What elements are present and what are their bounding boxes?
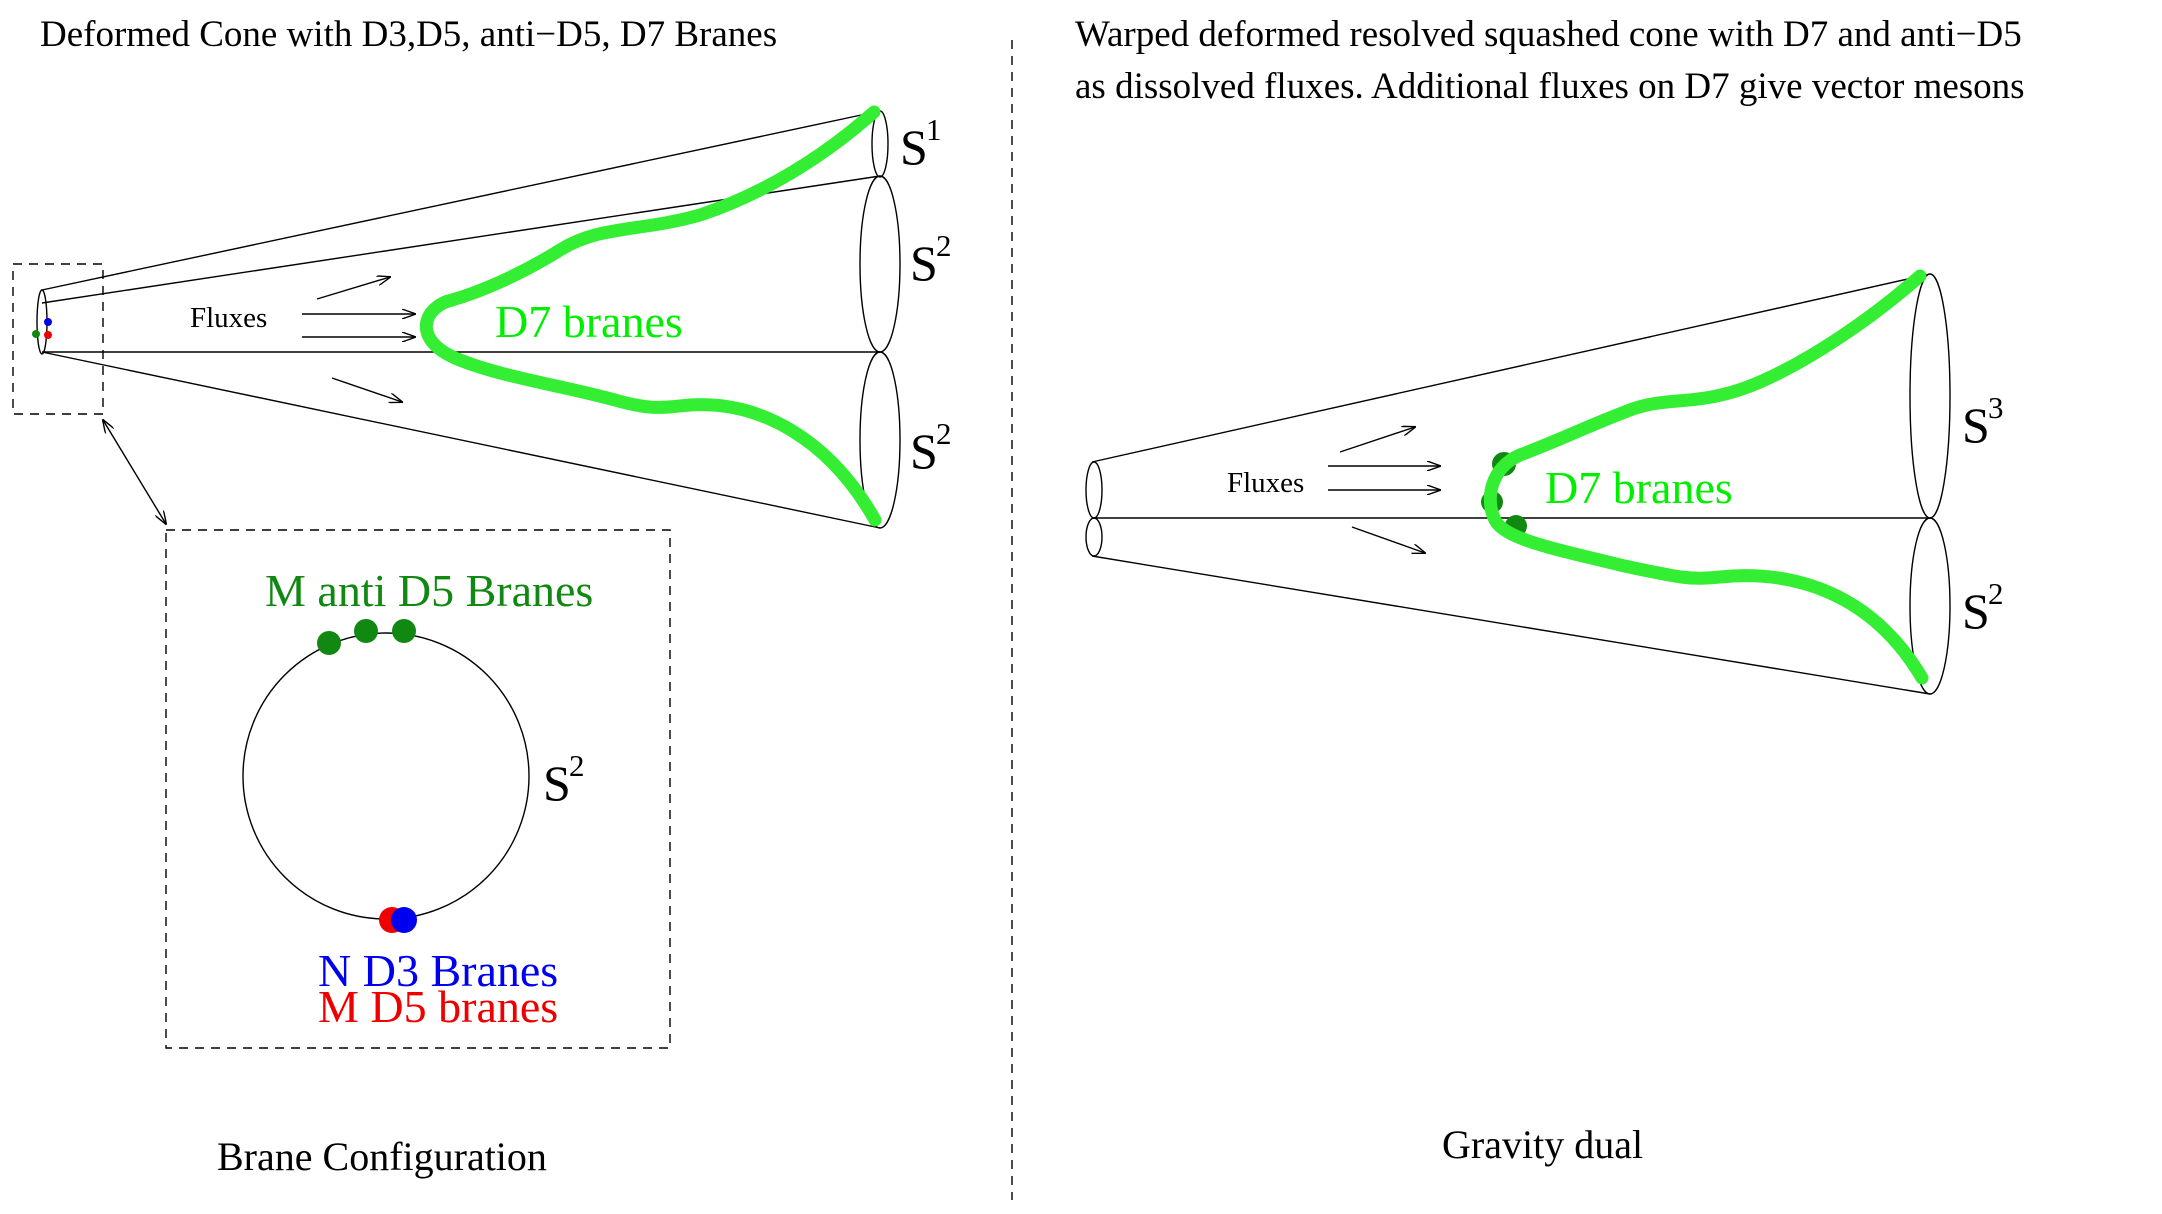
sphere-s1 xyxy=(871,110,889,178)
svg-text:3: 3 xyxy=(1988,390,2004,425)
right-panel: Warped deformed resolved squashed cone w… xyxy=(1075,14,2025,1167)
tip-d5-dot xyxy=(44,331,52,339)
right-fluxes-label: Fluxes xyxy=(1227,467,1304,499)
left-d7-label: D7 branes xyxy=(495,296,683,347)
svg-text:S: S xyxy=(1962,583,1990,639)
d3-dot xyxy=(391,907,417,933)
d3-label: N D3 Branes xyxy=(318,945,558,996)
svg-text:S: S xyxy=(1962,397,1990,453)
left-d7-curve xyxy=(419,105,882,527)
left-fluxes-label: Fluxes xyxy=(190,302,267,334)
d5-label: M D5 branes xyxy=(318,981,558,1032)
sphere-s3 xyxy=(1909,273,1951,519)
anti-d5-dot-2 xyxy=(354,619,378,643)
svg-text:2: 2 xyxy=(1988,576,2004,611)
right-caption: Gravity dual xyxy=(1442,1122,1643,1167)
sphere-s2-lower xyxy=(859,351,901,529)
left-flux-arrows xyxy=(302,277,415,402)
right-title-line2: as dissolved fluxes. Additional fluxes o… xyxy=(1075,66,2025,107)
tip-d3-dot xyxy=(44,318,52,326)
left-s1-label: S 1 xyxy=(900,112,942,175)
right-s3-label: S 3 xyxy=(1962,390,2004,453)
left-s2-lower-label: S 2 xyxy=(910,416,952,479)
right-d7-curve xyxy=(1483,269,1929,685)
svg-text:S: S xyxy=(910,235,938,291)
svg-text:S: S xyxy=(900,119,928,175)
right-cone xyxy=(1085,273,1951,695)
anti-d5-dot-1 xyxy=(317,631,341,655)
left-caption: Brane Configuration xyxy=(217,1134,547,1179)
tip-zoom-box xyxy=(12,263,104,415)
brane-inset: M anti D5 Branes S 2 N D3 Branes M D5 br… xyxy=(165,529,671,1049)
sphere-s2-upper xyxy=(859,175,901,353)
anti-d5-label: M anti D5 Branes xyxy=(265,565,593,616)
svg-text:2: 2 xyxy=(936,228,952,263)
svg-text:S: S xyxy=(543,755,571,811)
anti-d5-dot-3 xyxy=(392,619,416,643)
inset-s2-label: S 2 xyxy=(543,748,585,811)
right-s2-label: S 2 xyxy=(1962,576,2004,639)
svg-text:S: S xyxy=(910,423,938,479)
left-title: Deformed Cone with D3,D5, anti−D5, D7 Br… xyxy=(40,14,777,55)
tip-anti-d5-dot xyxy=(32,330,40,338)
left-s2-upper-label: S 2 xyxy=(910,228,952,291)
svg-text:2: 2 xyxy=(569,748,585,783)
left-cone xyxy=(36,110,901,529)
inset-s2-circle xyxy=(242,632,530,920)
sphere-s2-right xyxy=(1909,517,1951,695)
right-title-line1: Warped deformed resolved squashed cone w… xyxy=(1075,14,2022,55)
svg-text:2: 2 xyxy=(936,416,952,451)
right-d7-label: D7 branes xyxy=(1545,462,1733,513)
left-panel: Deformed Cone with D3,D5, anti−D5, D7 Br… xyxy=(12,14,952,1179)
svg-text:1: 1 xyxy=(926,112,942,147)
zoom-connector-arrow xyxy=(103,420,166,524)
right-flux-arrows xyxy=(1328,427,1440,553)
